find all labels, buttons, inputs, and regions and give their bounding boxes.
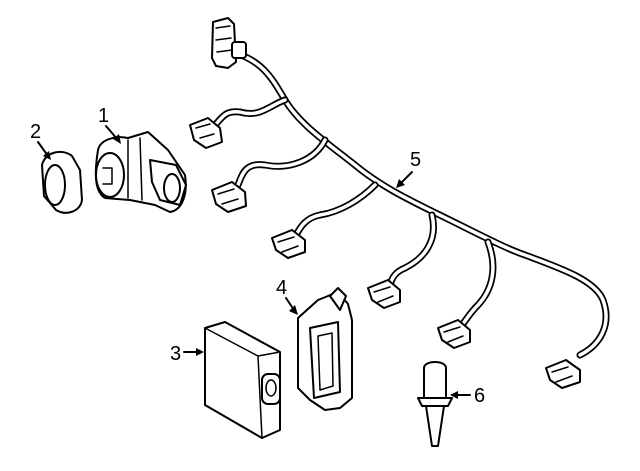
callout-4-label: 4	[276, 277, 287, 299]
callout-1-label: 1	[98, 105, 109, 127]
harness-connector-4	[367, 279, 401, 309]
callout-3-label: 3	[170, 343, 181, 365]
callout-5-label: 5	[410, 149, 421, 171]
harness-connector-1	[189, 117, 223, 149]
harness-top-connector	[211, 17, 247, 69]
retainer-ring[interactable]	[41, 150, 83, 214]
wiring-harness[interactable]	[189, 17, 610, 389]
callout-6: 6	[450, 385, 485, 407]
harness-connector-6	[545, 359, 581, 389]
callout-4: 4	[276, 277, 298, 315]
callout-2: 2	[30, 121, 51, 160]
callout-2-label: 2	[30, 121, 41, 143]
callout-5: 5	[396, 149, 421, 188]
temperature-sensor[interactable]	[417, 361, 453, 447]
callout-6-label: 6	[474, 385, 485, 407]
harness-connector-5	[437, 319, 471, 349]
harness-connector-2	[211, 181, 247, 213]
harness-connector-3	[271, 229, 306, 259]
sensor-bracket[interactable]	[297, 287, 353, 411]
callout-1: 1	[98, 105, 121, 144]
parking-sensor[interactable]	[94, 131, 187, 213]
callout-3: 3	[170, 343, 204, 365]
control-module[interactable]	[204, 321, 281, 439]
